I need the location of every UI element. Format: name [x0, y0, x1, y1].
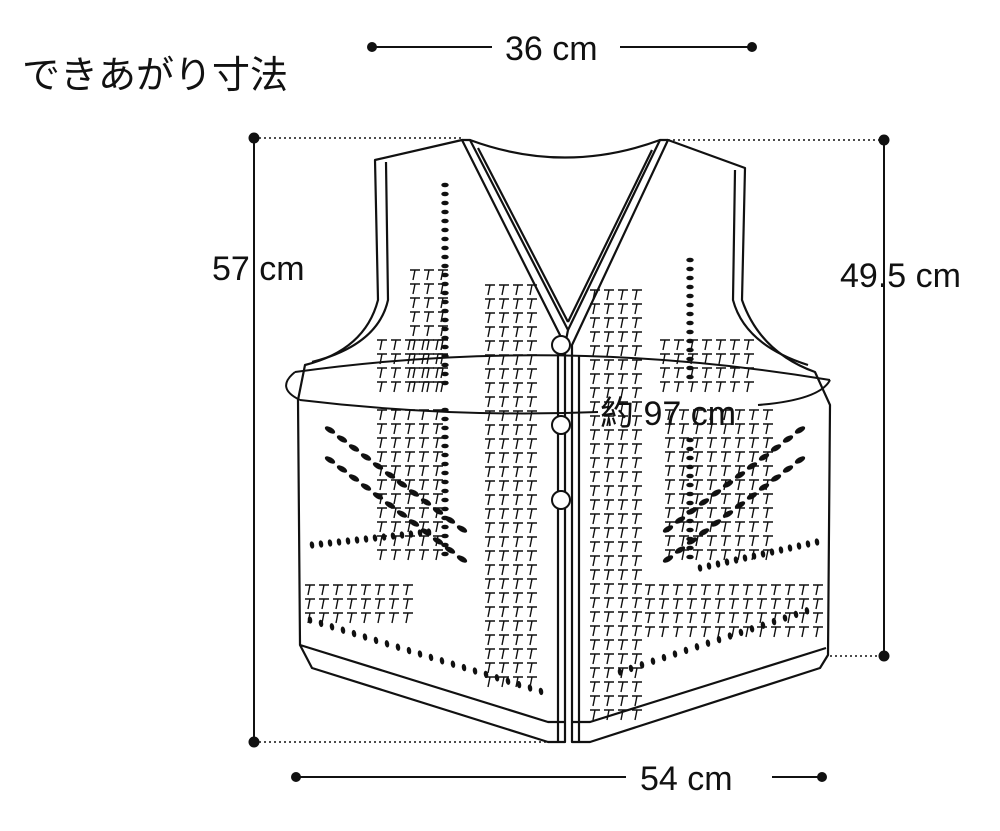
side-length-dimension [668, 134, 890, 662]
bust-label: 約 97 cm [600, 395, 736, 433]
shoulder-width-dimension [367, 42, 757, 52]
total-length-label: 57 cm [212, 250, 305, 288]
diagram-title: できあがり寸法 [22, 53, 288, 97]
hem-width-dimension [291, 772, 827, 782]
button-1 [551, 335, 571, 355]
button-2 [551, 415, 571, 435]
side-length-label: 49.5 cm [840, 257, 961, 295]
buttons [551, 335, 571, 510]
button-3 [551, 490, 571, 510]
bust-measure-line [285, 354, 831, 415]
shoulder-width-label: 36 cm [505, 30, 598, 68]
hem-width-label: 54 cm [640, 760, 733, 798]
crochet-stitch-pattern [305, 182, 823, 721]
vest-outline [296, 138, 832, 744]
total-length-dimension [248, 132, 548, 748]
